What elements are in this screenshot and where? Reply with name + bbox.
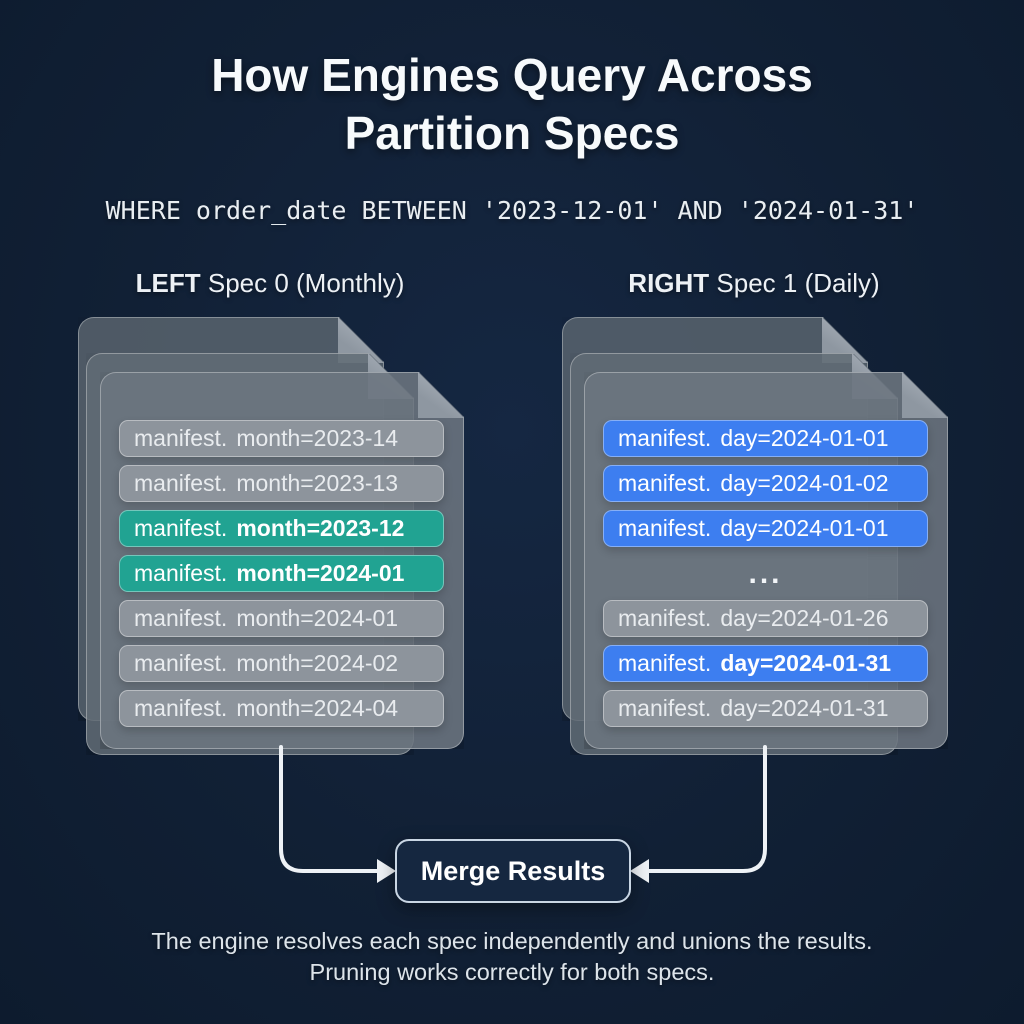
manifest-prefix: manifest. — [618, 695, 712, 721]
manifest-row: manifest. day=2024-01-31 — [603, 690, 928, 727]
caption-text: The engine resolves each spec independen… — [0, 926, 1024, 988]
left-document-stack: manifest. month=2023-14 manifest. month=20… — [78, 317, 462, 747]
right-manifest-card: manifest. day=2024-01-01 manifest. day=202… — [584, 372, 948, 749]
left-manifest-list: manifest. month=2023-14 manifest. month=20… — [119, 420, 444, 735]
manifest-ellipsis: ... — [748, 556, 783, 590]
manifest-value: month=2024-02 — [236, 650, 399, 676]
manifest-row-matched: manifest. day=2024-01-31 — [603, 645, 928, 682]
manifest-value: month=2023-14 — [236, 425, 399, 451]
manifest-value: day=2024-01-31 — [720, 695, 889, 721]
manifest-row: manifest. month=2024-02 — [119, 645, 444, 682]
manifest-value: day=2024-01-26 — [720, 605, 889, 631]
right-column-header-label: RIGHT — [628, 268, 710, 298]
manifest-row-matched: manifest. day=2024-01-02 — [603, 465, 928, 502]
manifest-value: day=2024-01-02 — [720, 470, 889, 496]
manifest-row: manifest. month=2023-14 — [119, 420, 444, 457]
left-column-header-spec: Spec 0 (Monthly) — [200, 268, 405, 298]
page-title-line2: Partition Specs — [344, 107, 680, 159]
manifest-prefix: manifest. — [134, 560, 228, 586]
manifest-prefix: manifest. — [134, 425, 228, 451]
right-document-stack: manifest. day=2024-01-01 manifest. day=202… — [562, 317, 946, 747]
left-column-header: LEFT Spec 0 (Monthly) — [78, 268, 462, 299]
left-manifest-card: manifest. month=2023-14 manifest. month=20… — [100, 372, 464, 749]
manifest-row-matched: manifest. day=2024-01-01 — [603, 510, 928, 547]
manifest-value: month=2023-12 — [236, 515, 405, 541]
arrowhead-left-icon — [630, 859, 649, 883]
manifest-value: month=2024-04 — [236, 695, 399, 721]
right-column-header-spec: Spec 1 (Daily) — [709, 268, 880, 298]
arrowhead-right-icon — [377, 859, 396, 883]
manifest-row-matched: manifest. month=2024-01 — [119, 555, 444, 592]
manifest-value: month=2023-13 — [236, 470, 399, 496]
manifest-prefix: manifest. — [618, 515, 712, 541]
manifest-row-matched: manifest. day=2024-01-01 — [603, 420, 928, 457]
manifest-prefix: manifest. — [134, 605, 228, 631]
manifest-prefix: manifest. — [618, 425, 712, 451]
manifest-value: day=2024-01-31 — [720, 650, 892, 676]
sql-query-text: WHERE order_date BETWEEN '2023-12-01' AN… — [105, 196, 919, 225]
manifest-prefix: manifest. — [134, 515, 228, 541]
manifest-row: manifest. day=2024-01-26 — [603, 600, 928, 637]
manifest-value: day=2024-01-01 — [720, 515, 889, 541]
page-title-line1: How Engines Query Across — [211, 49, 813, 101]
manifest-value: day=2024-01-01 — [720, 425, 889, 451]
manifest-row: manifest. month=2024-01 — [119, 600, 444, 637]
manifest-prefix: manifest. — [618, 470, 712, 496]
manifest-prefix: manifest. — [618, 650, 712, 676]
manifest-row-matched: manifest. month=2023-12 — [119, 510, 444, 547]
manifest-row: manifest. month=2023-13 — [119, 465, 444, 502]
manifest-value: month=2024-01 — [236, 560, 405, 586]
right-manifest-list: manifest. day=2024-01-01 manifest. day=202… — [603, 420, 928, 735]
right-column-header: RIGHT Spec 1 (Daily) — [562, 268, 946, 299]
merge-results-box: Merge Results — [395, 839, 631, 903]
manifest-value: month=2024-01 — [236, 605, 399, 631]
caption-line1: The engine resolves each spec independen… — [151, 928, 873, 954]
left-column-header-label: LEFT — [135, 268, 201, 298]
merge-results-label: Merge Results — [420, 855, 606, 886]
caption-line2: Pruning works correctly for both specs. — [309, 959, 715, 985]
manifest-prefix: manifest. — [618, 605, 712, 631]
manifest-prefix: manifest. — [134, 695, 228, 721]
manifest-prefix: manifest. — [134, 470, 228, 496]
manifest-row: manifest. month=2024-04 — [119, 690, 444, 727]
page-title: How Engines Query Across Partition Specs — [0, 46, 1024, 162]
manifest-prefix: manifest. — [134, 650, 228, 676]
